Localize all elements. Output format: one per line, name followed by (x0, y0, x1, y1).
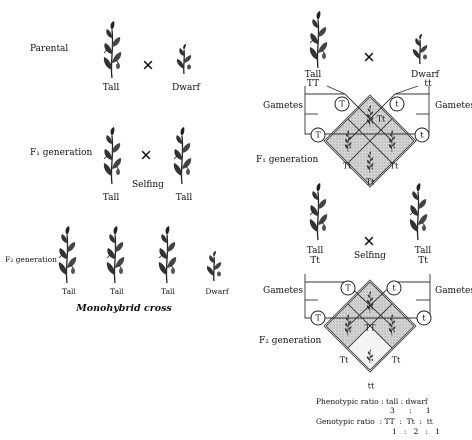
left-f2-dwarf-plant (206, 250, 222, 282)
f1-cell-genotype-right: Tt (389, 161, 399, 171)
label-dwarf-parental: Dwarf (172, 83, 200, 93)
left-f1-tall-plant-1 (103, 126, 122, 185)
label-gametes-right-f2: Gametes (435, 286, 472, 296)
label-selfing-left: Selfing (132, 180, 164, 190)
label-f1-parent-1-genotype: Tt (310, 256, 320, 266)
cross-symbol-parents: ✕ (362, 48, 376, 67)
f2-cell-genotype-tt: tt (367, 381, 375, 391)
label-gametes-right-f1: Gametes (435, 101, 472, 111)
genotypic-ratio-label: Genotypic ratio : TT : Tt : tt (316, 417, 433, 426)
right-parent-tall-plant (309, 10, 328, 69)
label-tall-f2-1: Tall (62, 287, 76, 296)
left-parental-dwarf-plant (176, 43, 192, 75)
gamete-f2-t-side: t (416, 310, 432, 326)
row-label-f2: F₂ generation (5, 255, 57, 264)
genotypic-ratio-values: 1 : 2 : 1 (392, 427, 440, 436)
label-parent-tall-genotype: TT (306, 79, 320, 89)
gamete-f1-T-side: T (310, 127, 326, 143)
label-parent-dwarf-phenotype: Dwarf (411, 70, 439, 80)
cross-symbol-parental: ✕ (141, 56, 155, 75)
left-f2-tall-plant-3 (158, 225, 177, 284)
gamete-f2-T-top: T (340, 280, 356, 296)
row-label-parental: Parental (30, 44, 69, 54)
label-parent-tall-phenotype: Tall (304, 70, 322, 80)
row-label-f1-right: F₁ generation (256, 155, 319, 165)
f2-cell-genotype-Tt-left: Tt (339, 355, 349, 365)
f2-cell-genotype-Tt-right: Tt (391, 355, 401, 365)
f1-connector-lines (304, 85, 430, 142)
right-f1-parent-tall-plant-2 (409, 182, 428, 241)
figure-caption-monohybrid-cross: Monohybrid cross (76, 303, 172, 314)
phenotypic-ratio-label: Phenotypic ratio : tall : dwarf (316, 397, 428, 406)
label-tall-f1-2: Tall (175, 193, 193, 203)
right-f1-parent-tall-plant-1 (309, 182, 328, 241)
label-f1-parent-2-genotype: Tt (418, 256, 428, 266)
label-f1-parent-1-phenotype: Tall (306, 246, 324, 256)
row-label-f1: F₁ generation (30, 148, 93, 158)
gamete-f1-T-top: T (334, 96, 350, 112)
label-gametes-left-f2: Gametes (263, 286, 303, 296)
row-label-f2-right: F₂ generation (259, 336, 322, 346)
left-f2-tall-plant-2 (106, 225, 125, 284)
f1-cell-genotype-left: Tt (342, 161, 352, 171)
label-dwarf-f2: Dwarf (205, 287, 229, 296)
label-tall-f1-1: Tall (102, 193, 120, 203)
gamete-f1-t-side: t (414, 127, 430, 143)
f2-cell-genotype-TT: TT (364, 323, 376, 333)
label-tall-f2-2: Tall (110, 287, 124, 296)
right-parent-dwarf-plant (412, 33, 428, 65)
label-tall-f2-3: Tall (161, 287, 175, 296)
f1-cell-genotype-bottom: Tt (365, 177, 375, 187)
label-selfing-right: Selfing (354, 251, 386, 261)
gamete-f2-t-top: t (386, 280, 402, 296)
phenotypic-ratio-values: 3 : 1 (390, 406, 431, 415)
gamete-f1-t-top: t (389, 96, 405, 112)
left-f2-tall-plant-1 (58, 225, 77, 284)
f1-cell-genotype-top: Tt (376, 114, 386, 124)
label-tall-parental: Tall (102, 83, 120, 93)
cross-symbol-f1: ✕ (139, 146, 153, 165)
cross-symbol-f1-parents: ✕ (362, 232, 376, 251)
left-f1-tall-plant-2 (173, 126, 192, 185)
gamete-f2-T-side: T (310, 310, 326, 326)
label-gametes-left-f1: Gametes (263, 101, 303, 111)
label-parent-dwarf-genotype: tt (424, 79, 432, 89)
label-f1-parent-2-phenotype: Tall (414, 246, 432, 256)
left-parental-tall-plant (103, 20, 122, 79)
